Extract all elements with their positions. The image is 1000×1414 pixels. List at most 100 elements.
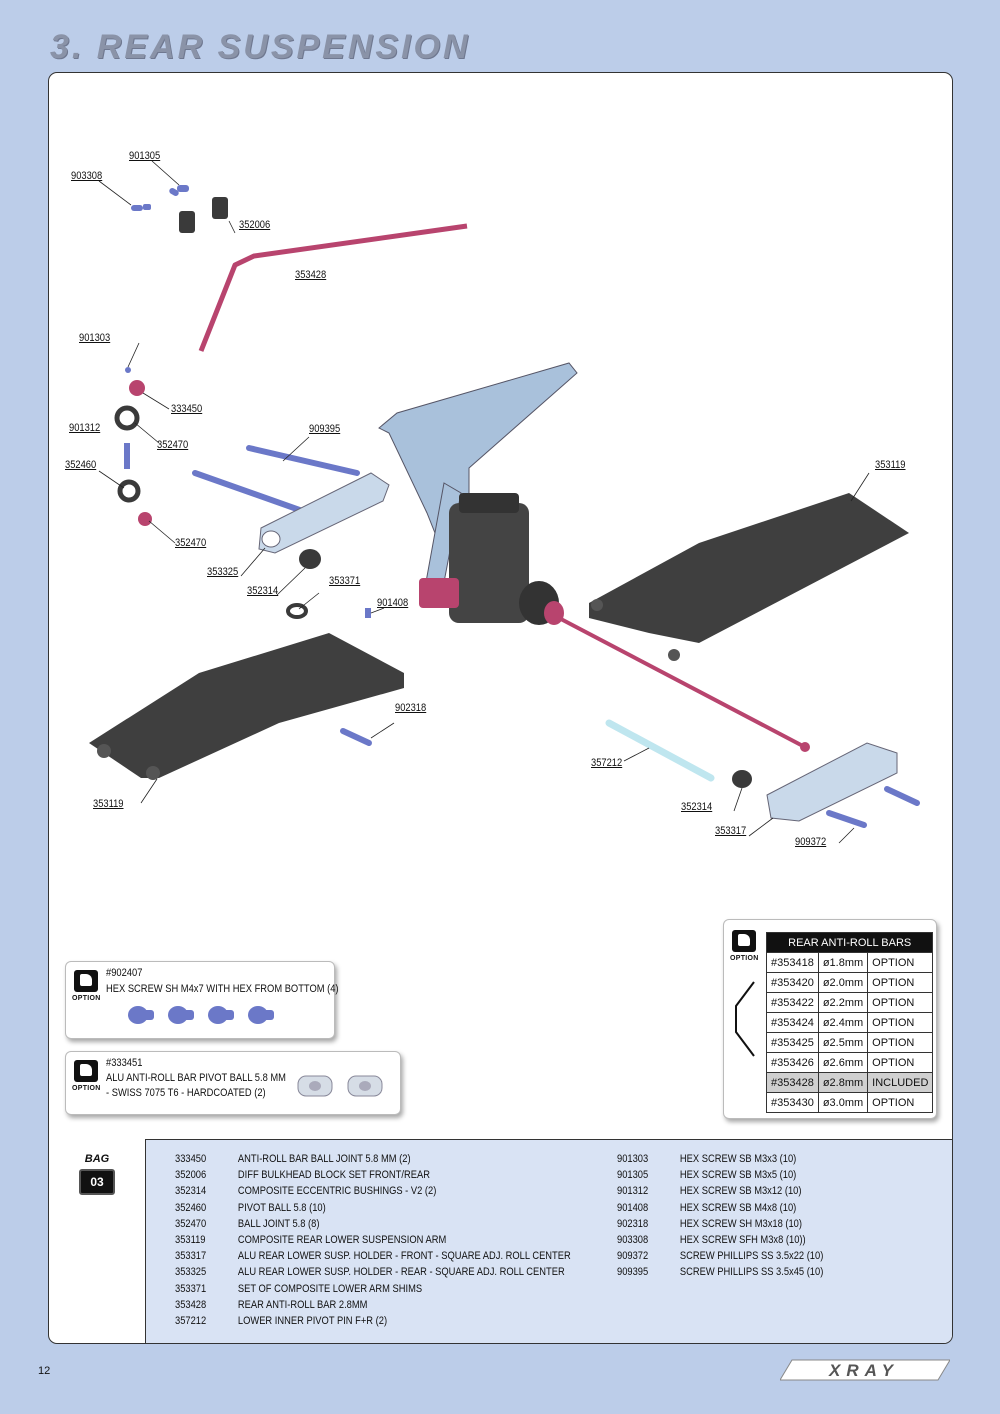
holder-353325: [258, 472, 390, 554]
callout-909395: 909395: [309, 423, 341, 435]
part-code: 353317: [175, 1250, 207, 1263]
cell-status: OPTION: [867, 1052, 934, 1073]
cell-code: #353430: [766, 1092, 819, 1113]
part-description: HEX SCREW SB M4x8 (10): [679, 1201, 797, 1214]
callout-352314: 352314: [247, 585, 279, 597]
part-description: HEX SCREW SB M3x3 (10): [679, 1153, 797, 1165]
cell-size: ø2.0mm: [817, 972, 869, 993]
screw-909395-a: [192, 470, 314, 517]
callout-352470: 352470: [157, 439, 189, 451]
part-description: ALU REAR LOWER SUSP. HOLDER - FRONT - SQ…: [237, 1250, 571, 1263]
screw-901303: [125, 367, 131, 373]
thumbs-up-icon: [74, 1060, 98, 1082]
callout-901408: 901408: [377, 597, 409, 609]
part-code: 352314: [175, 1185, 207, 1198]
part-code: 352006: [175, 1169, 207, 1182]
list-item: 901312 HEX SCREW SB M3x12 (10): [617, 1183, 823, 1199]
callout-903308: 903308: [71, 170, 103, 182]
part-description: ALU REAR LOWER SUSP. HOLDER - REAR - SQU…: [237, 1266, 565, 1279]
part-code: 357212: [175, 1315, 207, 1328]
callout-353371: 353371: [329, 575, 361, 587]
leader-lines: [98, 160, 870, 844]
list-item: 353119 COMPOSITE REAR LOWER SUSPENSION AR…: [175, 1232, 571, 1248]
lower-arm-right: [589, 493, 909, 643]
part-code: 901312: [617, 1185, 649, 1198]
option-desc-line1: ALU ANTI-ROLL BAR PIVOT BALL 5.8 MM: [106, 1072, 286, 1084]
option-label: OPTION: [72, 995, 101, 1002]
cell-status: OPTION: [867, 952, 934, 973]
exploded-diagram: [89, 160, 920, 844]
parts-list-panel: [145, 1139, 952, 1343]
part-description: DIFF BULKHEAD BLOCK SET FRONT/REAR: [237, 1169, 430, 1182]
cell-status: OPTION: [867, 972, 934, 993]
cell-size: ø2.5mm: [817, 1032, 869, 1053]
part-description: PIVOT BALL 5.8 (10): [237, 1201, 326, 1214]
cell-code: #353424: [766, 1012, 819, 1033]
xray-logo: XRAY: [780, 1359, 950, 1381]
part-code: 353119: [175, 1234, 206, 1247]
callout-352006: 352006: [239, 219, 271, 231]
option-label: OPTION: [72, 1085, 101, 1092]
cell-code: #353422: [766, 992, 819, 1013]
pivot-ball-352460: [117, 479, 141, 503]
thumbs-up-icon: [732, 930, 756, 952]
screw-909395-b: [246, 445, 360, 476]
callout-357212: 357212: [591, 757, 623, 769]
cell-size: ø2.8mm: [817, 1072, 869, 1093]
ball-joint-333450: [129, 380, 145, 396]
page-title: 3. REAR SUSPENSION: [50, 28, 471, 66]
part-description: HEX SCREW SB M3x12 (10): [679, 1185, 802, 1198]
list-item: 353428 REAR ANTI-ROLL BAR 2.8MM: [175, 1297, 571, 1313]
bag-label: BAG: [84, 1153, 110, 1165]
cell-status: OPTION: [867, 1092, 934, 1113]
bushing-352314-b: [732, 770, 752, 788]
diff-block-2: [212, 197, 228, 219]
part-description: HEX SCREW SFH M3x8 (10)): [679, 1234, 806, 1247]
callout-902318: 902318: [395, 702, 427, 714]
cell-status: INCLUDED: [867, 1072, 934, 1093]
cell-code: #353425: [766, 1032, 819, 1053]
table-header: REAR ANTI-ROLL BARS: [765, 932, 934, 953]
part-description: COMPOSITE REAR LOWER SUSPENSION ARM: [237, 1234, 447, 1247]
page-number: 12: [38, 1365, 51, 1377]
callout-901305: 901305: [129, 150, 161, 162]
cell-size: ø3.0mm: [817, 1092, 869, 1113]
part-code: 352470: [175, 1217, 207, 1230]
holder-353317: [766, 742, 898, 822]
bag-number: 03: [79, 1169, 115, 1195]
drive-shaft: [558, 616, 802, 747]
cell-status: OPTION: [867, 1032, 934, 1053]
cell-size: ø1.8mm: [817, 952, 869, 973]
option-box-333451: OPTION #333451 ALU ANTI-ROLL BAR PIVOT B…: [65, 1051, 401, 1115]
part-code: 353371: [175, 1282, 207, 1295]
cell-size: ø2.6mm: [817, 1052, 869, 1073]
part-code: 353428: [175, 1298, 207, 1311]
thumbs-up-icon: [74, 970, 98, 992]
part-description: REAR ANTI-ROLL BAR 2.8MM: [237, 1298, 368, 1311]
pivot-ball-images: [297, 1075, 383, 1097]
cell-code: #353418: [766, 952, 819, 973]
cell-status: OPTION: [867, 1012, 934, 1033]
ball-joint-352470-b: [138, 512, 152, 526]
part-code: 901303: [617, 1153, 649, 1165]
option-desc: HEX SCREW SH M4x7 WITH HEX FROM BOTTOM (…: [106, 983, 339, 995]
part-code: 901408: [617, 1201, 649, 1214]
part-code: 901305: [617, 1169, 649, 1182]
hex-screw-images: [128, 1006, 274, 1024]
anti-roll-bar: [198, 223, 468, 352]
bag-indicator: BAG 03: [77, 1153, 117, 1195]
